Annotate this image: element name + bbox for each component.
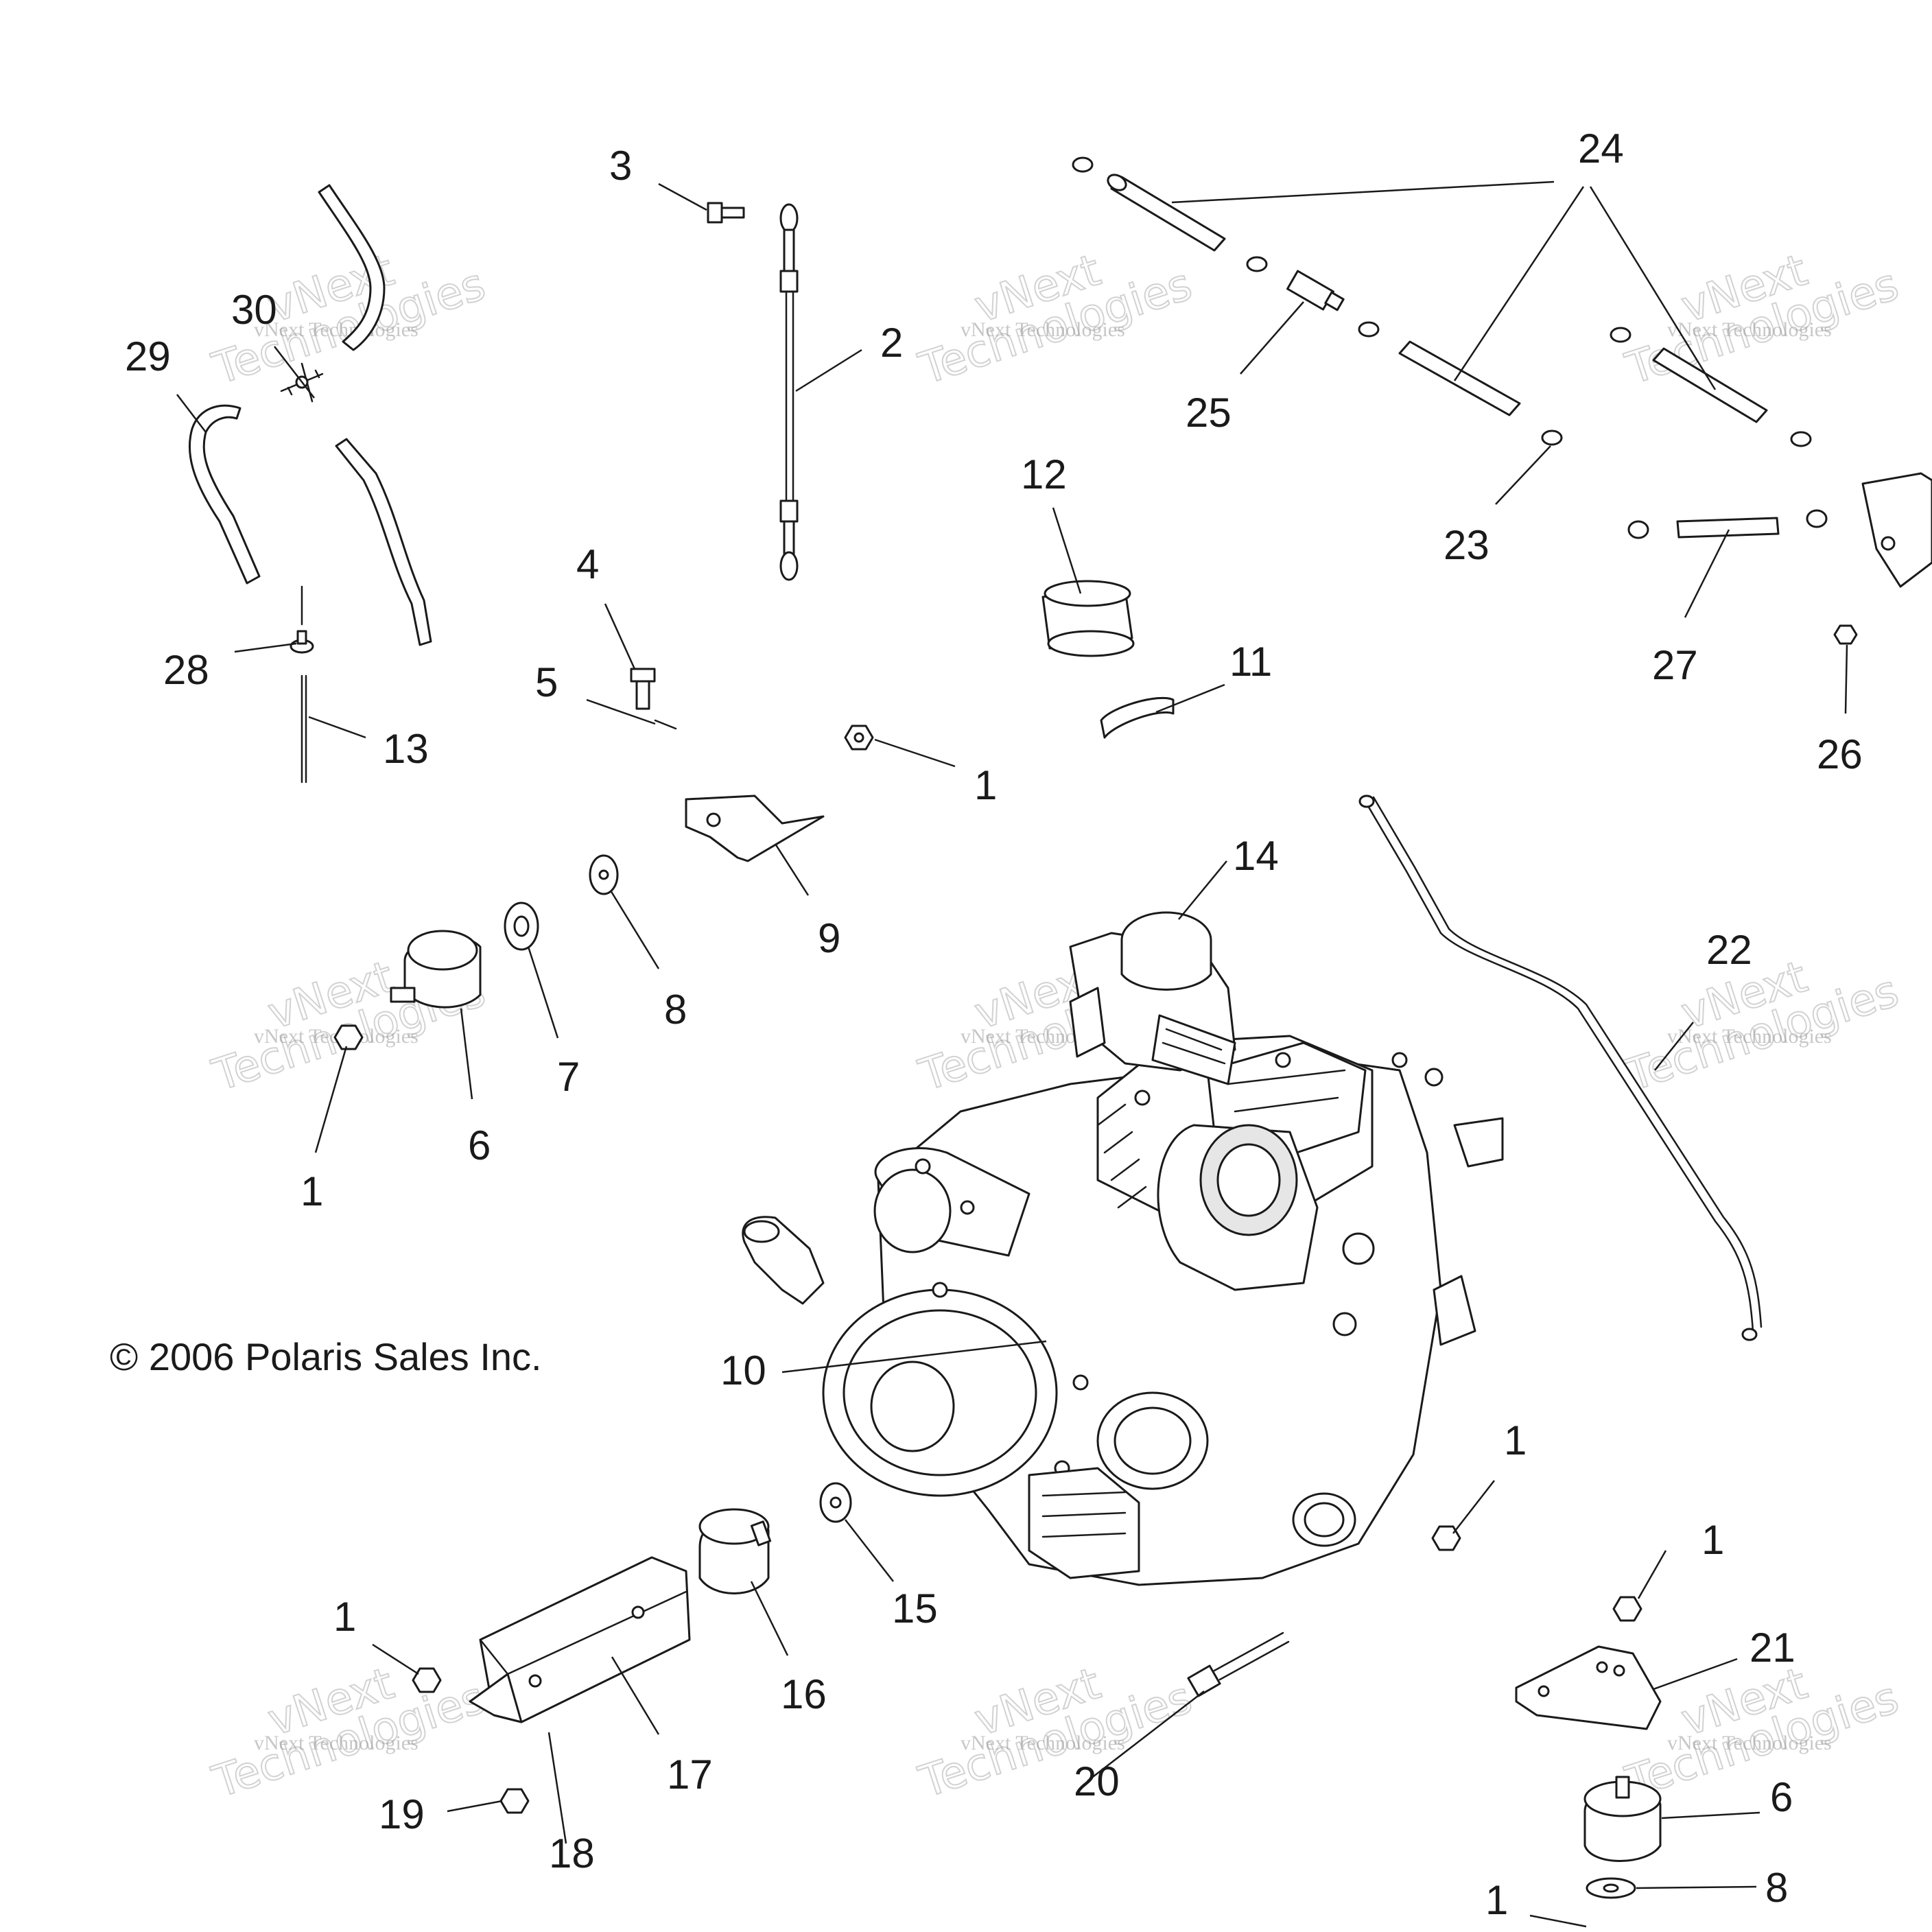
callout-1-top: 1: [974, 762, 997, 808]
watermark-top-center: vNext Technologies vNext Technologies: [912, 244, 1199, 395]
leader-lines: [176, 180, 1848, 1928]
svg-text:vNext Technologies: vNext Technologies: [1667, 318, 1832, 341]
callout-16: 16: [781, 1671, 827, 1717]
hose-clamp-top-4: [1610, 327, 1631, 343]
callout-25: 25: [1186, 390, 1232, 436]
callout-29: 29: [125, 333, 171, 379]
svg-text:vNext Technologies: vNext Technologies: [1667, 1025, 1832, 1048]
ground-cable-2: [779, 203, 799, 581]
thermostat-housing: [1861, 472, 1932, 588]
callout-1-right-mid: 1: [1504, 1417, 1527, 1463]
callout-8: 8: [664, 987, 687, 1033]
intake-boot-12: [1041, 580, 1135, 657]
svg-text:vNext Technologies: vNext Technologies: [254, 318, 419, 341]
callout-13: 13: [383, 726, 429, 772]
engine-mount-6-right: [1583, 1776, 1662, 1862]
callout-14: 14: [1233, 833, 1279, 879]
watermark-mid-right: vNext Technologies vNext Technologies: [1619, 951, 1905, 1102]
hose-clamp-11: [1100, 696, 1175, 739]
callout-4: 4: [576, 541, 599, 587]
callout-27: 27: [1652, 642, 1698, 688]
bolt-3: [707, 202, 745, 224]
callout-17: 17: [667, 1752, 713, 1798]
hose-clamp-top-5: [1790, 431, 1812, 447]
callout-1-bottom-right: 1: [1485, 1877, 1508, 1923]
svg-text:vNext Technologies: vNext Technologies: [1667, 1732, 1832, 1754]
engine-mount-6-left: [390, 930, 482, 1009]
callout-22: 22: [1706, 927, 1752, 973]
washer-8-bottom: [1586, 1877, 1636, 1899]
hose-clamp-27a: [1627, 520, 1649, 539]
nut-1-top: [844, 724, 874, 751]
hose-clamp-top-1: [1072, 156, 1094, 173]
callout-15: 15: [892, 1586, 938, 1631]
nut-1-left: [333, 1024, 364, 1050]
callout-8-right: 8: [1765, 1865, 1788, 1911]
engine-bracket-21: [1515, 1645, 1662, 1730]
hose-clamp-top-3: [1358, 321, 1380, 338]
washer-8: [589, 854, 619, 895]
spacer-7: [504, 902, 539, 951]
watermark-bottom-center: vNext Technologies vNext Technologies: [912, 1658, 1199, 1809]
engine-mount-16: [698, 1508, 772, 1594]
nut-19: [499, 1788, 530, 1814]
coolant-hose-27: [1676, 517, 1780, 539]
carburetor-14: [1069, 911, 1236, 1106]
callout-20: 20: [1074, 1758, 1120, 1804]
engine-bracket-9: [685, 794, 825, 862]
bolt-20: [1187, 1631, 1290, 1697]
coolant-hose-24b: [1398, 340, 1521, 416]
coolant-hose-24a: [1107, 174, 1226, 252]
callout-1-right-lower: 1: [1701, 1517, 1724, 1563]
callout-10: 10: [720, 1347, 766, 1393]
callout-26: 26: [1817, 731, 1863, 777]
watermark-bottom-right: vNext Technologies vNext Technologies: [1619, 1658, 1905, 1809]
watermark-bottom-left: vNext Technologies vNext Technologies: [206, 1658, 492, 1809]
callout-23: 23: [1444, 522, 1489, 568]
engine-assembly-10: [742, 1035, 1504, 1586]
hose-clamp-23: [1541, 429, 1563, 446]
callout-24: 24: [1578, 126, 1624, 172]
callout-18: 18: [549, 1830, 595, 1876]
callout-labels: 3 2 24 25 23 27 26 12 11 4 5 1 9 8 7 6 1…: [125, 126, 1863, 1923]
nut-26: [1833, 624, 1858, 645]
svg-text:vNext Technologies: vNext Technologies: [961, 1732, 1125, 1754]
breather-hose-29: [188, 404, 261, 585]
shift-rod-22: [1358, 794, 1763, 1341]
svg-text:vNext Technologies: vNext Technologies: [254, 1732, 419, 1754]
nut-1-bottom-left: [412, 1667, 442, 1693]
callout-1-left: 1: [301, 1168, 323, 1214]
hose-clamp-27b: [1806, 509, 1828, 528]
dipstick-tube-13: [301, 674, 307, 784]
callout-5: 5: [535, 659, 558, 705]
callout-6-right: 6: [1770, 1774, 1793, 1820]
breather-hose-upper: [318, 184, 386, 351]
callout-19: 19: [379, 1791, 425, 1837]
callout-30: 30: [231, 287, 277, 333]
callout-12: 12: [1021, 451, 1067, 497]
clip-5: [654, 719, 677, 730]
callout-9: 9: [818, 915, 840, 961]
breather-hose-lower: [335, 438, 432, 646]
fitting-25: [1286, 270, 1345, 311]
callout-21: 21: [1750, 1625, 1795, 1671]
hose-clamp-top-2: [1246, 256, 1268, 272]
dipstick-grommet-28: [290, 585, 314, 654]
callout-11: 11: [1229, 639, 1272, 685]
watermark-top-right: vNext Technologies vNext Technologies: [1619, 244, 1905, 395]
callout-1-bottom-left: 1: [333, 1594, 356, 1640]
engine-bracket-17: [469, 1556, 691, 1723]
callout-7: 7: [557, 1054, 580, 1100]
coolant-hose-24c: [1652, 347, 1768, 423]
callout-28: 28: [163, 647, 209, 693]
callout-6-left: 6: [468, 1122, 491, 1168]
copyright-notice: © 2006 Polaris Sales Inc.: [110, 1335, 542, 1378]
callout-3: 3: [609, 143, 632, 189]
washer-15: [819, 1482, 852, 1523]
bolt-4: [630, 668, 656, 710]
callout-2: 2: [880, 320, 903, 366]
nut-1-bottom-right: [1612, 1596, 1642, 1622]
svg-text:vNext Technologies: vNext Technologies: [961, 318, 1125, 341]
